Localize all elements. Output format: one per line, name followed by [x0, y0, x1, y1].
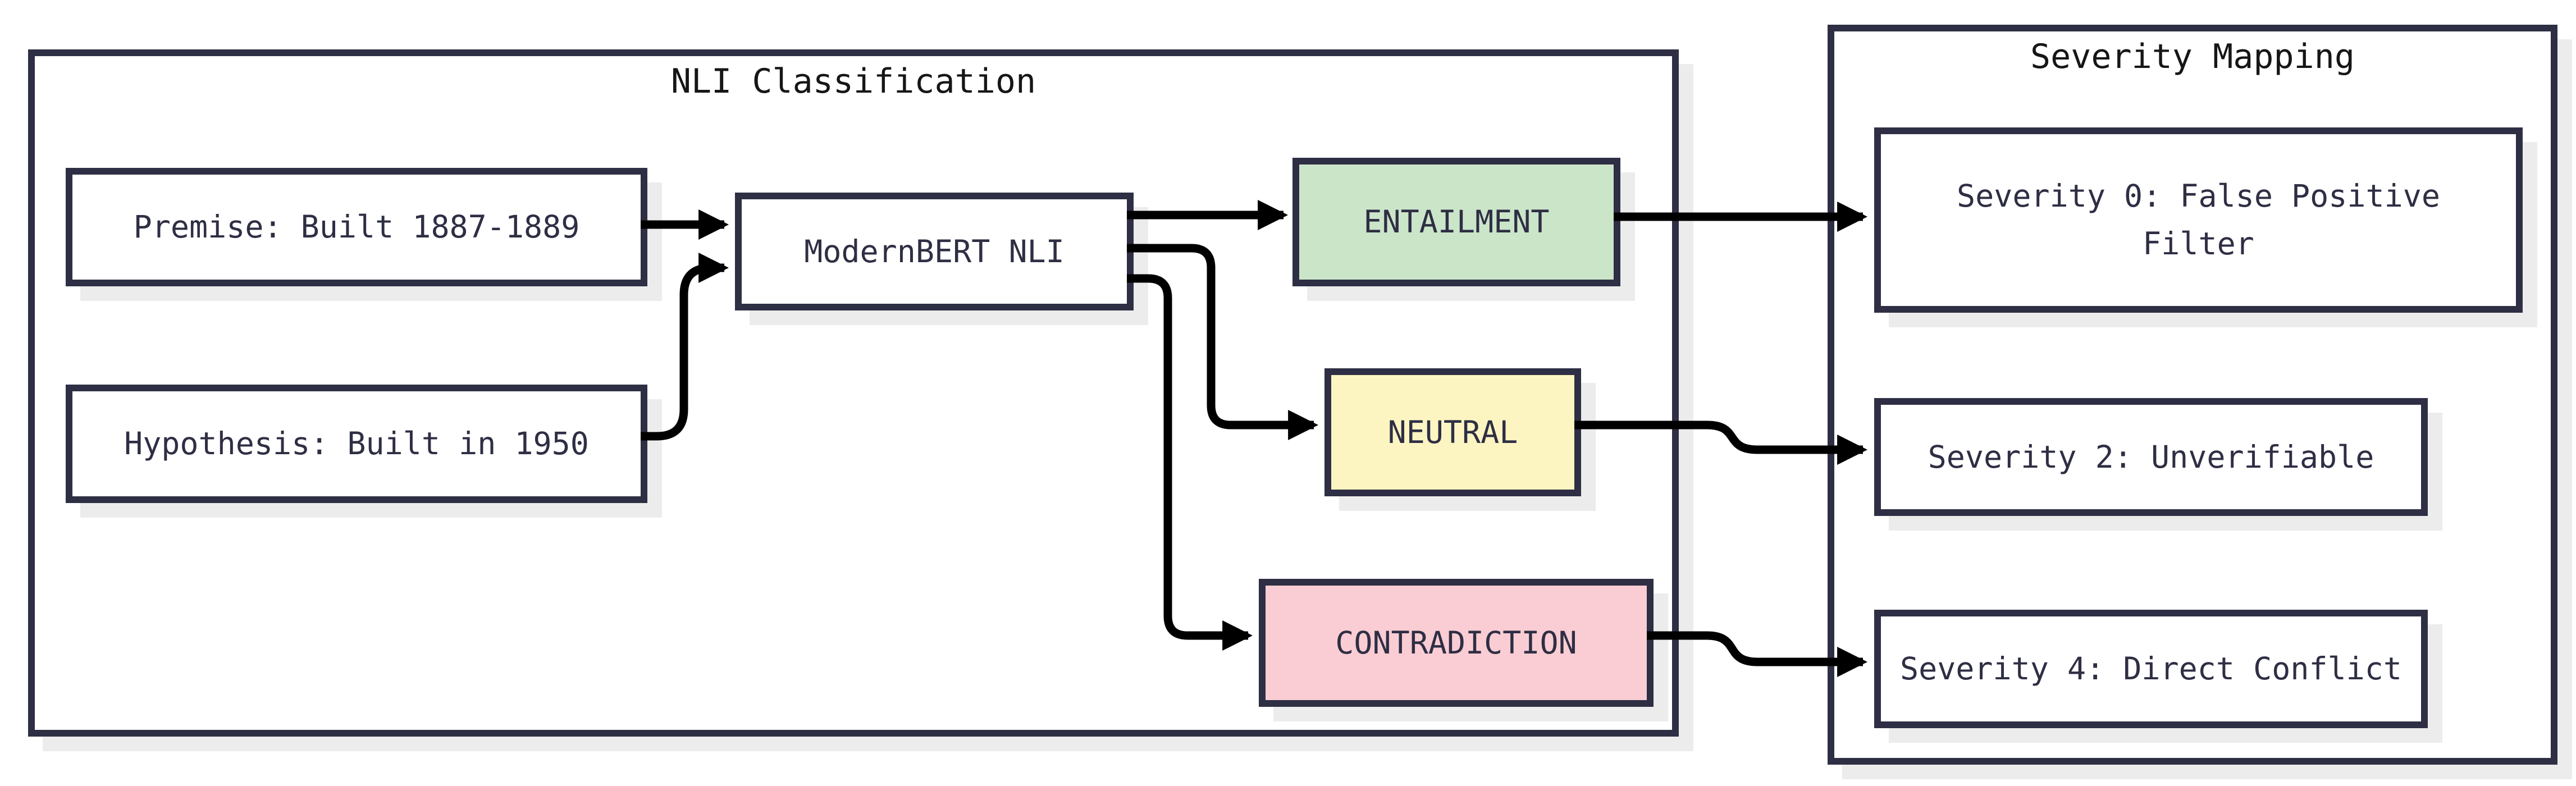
node-hypothesis: Hypothesis: Built in 1950 — [66, 385, 647, 503]
nli-group-title: NLI Classification — [670, 62, 1036, 101]
node-premise-label: Premise: Built 1887-1889 — [133, 209, 580, 245]
node-severity-0-label: Severity 0: False Positive Filter — [1957, 177, 2440, 262]
node-severity-2: Severity 2: Unverifiable — [1874, 398, 2428, 516]
group-severity-mapping: Severity Mapping Severity 0: False Posit… — [1828, 25, 2557, 765]
node-modernbert-nli: ModernBERT NLI — [735, 193, 1134, 310]
node-contradiction-label: CONTRADICTION — [1335, 624, 1577, 661]
node-hypothesis-label: Hypothesis: Built in 1950 — [124, 426, 589, 462]
node-contradiction: CONTRADICTION — [1259, 579, 1654, 707]
node-severity-2-label: Severity 2: Unverifiable — [1928, 438, 2374, 475]
node-neutral: NEUTRAL — [1324, 368, 1581, 496]
node-severity-4-label: Severity 4: Direct Conflict — [1899, 651, 2403, 687]
node-premise: Premise: Built 1887-1889 — [66, 168, 647, 286]
group-nli-classification: NLI Classification Premise: Built 1887-1… — [28, 49, 1679, 737]
node-severity-4: Severity 4: Direct Conflict — [1874, 610, 2428, 728]
node-severity-0: Severity 0: False Positive Filter — [1874, 127, 2523, 313]
node-entailment-label: ENTAILMENT — [1363, 204, 1550, 240]
node-neutral-label: NEUTRAL — [1387, 414, 1518, 450]
severity-group-title: Severity Mapping — [2030, 37, 2355, 76]
node-entailment: ENTAILMENT — [1292, 158, 1620, 286]
node-modernbert-nli-label: ModernBERT NLI — [804, 233, 1065, 269]
